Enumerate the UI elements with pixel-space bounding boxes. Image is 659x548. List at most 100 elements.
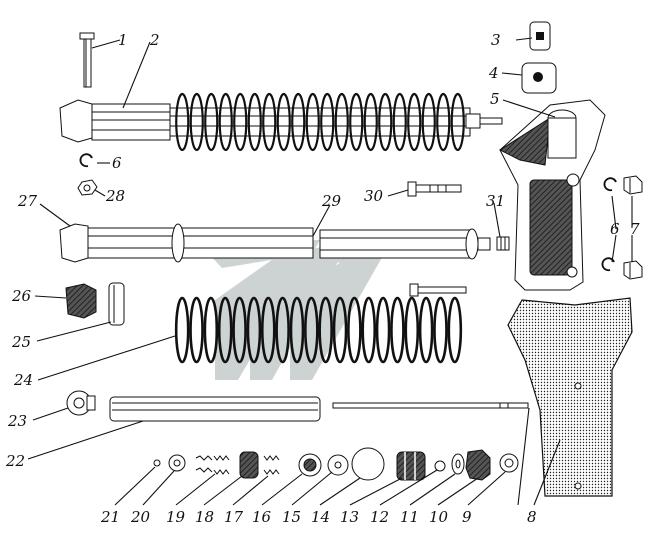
label-17: 17 [224, 508, 244, 526]
part-20-washer [168, 454, 186, 472]
part-7-cap-nut-upper [623, 175, 643, 195]
part-28-nut [77, 179, 98, 196]
spring-coil [276, 92, 291, 152]
part-17-springs-small [263, 455, 280, 475]
label-1: 1 [118, 31, 128, 49]
spring-coil [318, 296, 333, 364]
label-2: 2 [149, 31, 160, 49]
part-1-bolt [79, 32, 95, 88]
spring-coil [436, 92, 451, 152]
label-9: 9 [462, 508, 472, 526]
spring-coil [189, 92, 204, 152]
spring-coil [232, 296, 247, 364]
spring-coil [334, 92, 349, 152]
part-13-valve-body [396, 451, 426, 481]
spring-coil [217, 296, 233, 364]
label-19: 19 [166, 508, 186, 526]
spring-coil [218, 92, 233, 152]
part-6-circlip-left [79, 153, 93, 168]
label-20: 20 [130, 508, 151, 526]
spring-coil [375, 296, 391, 364]
label-26: 26 [11, 287, 32, 305]
part-27-29-cylinder [59, 223, 491, 263]
label-28: 28 [105, 187, 125, 205]
leader-lines [27, 37, 633, 506]
part-18-knurled-nut [239, 451, 259, 479]
spring-coil [305, 92, 320, 152]
label-13: 13 [340, 508, 359, 526]
spring-coil [390, 296, 405, 364]
label-18: 18 [195, 508, 214, 526]
part-11-washer [451, 453, 465, 475]
part-14-disc [351, 447, 385, 481]
spring-coil [347, 296, 362, 364]
spring-coil [289, 296, 305, 364]
spring-coil [363, 92, 378, 152]
spring-coil [361, 296, 377, 364]
label-16: 16 [252, 508, 272, 526]
spring-coil [447, 296, 463, 364]
label-3: 3 [491, 31, 501, 49]
part-24-spring [174, 296, 463, 364]
spring-coil [175, 92, 190, 152]
label-15: 15 [282, 508, 301, 526]
spring-coil [246, 296, 262, 364]
label-30: 30 [364, 187, 384, 205]
label-5: 5 [490, 90, 500, 108]
label-14: 14 [311, 508, 330, 526]
spring-coil [204, 92, 219, 152]
spring-coil [332, 296, 348, 364]
label-31: 31 [486, 192, 505, 210]
label-7: 7 [630, 220, 640, 238]
label-24: 24 [13, 371, 33, 389]
spring-coil [189, 296, 204, 364]
spring-coil [260, 296, 276, 364]
part-31-nut [496, 236, 510, 251]
spring-coil [450, 92, 465, 152]
part-19-springs-small [195, 455, 230, 475]
spring-coil [407, 92, 422, 152]
part-6-circlip-upper [603, 177, 617, 192]
spring-coil [418, 296, 434, 364]
part-25-sleeve [108, 282, 125, 326]
label-21: 21 [100, 508, 120, 526]
spring-coil [247, 92, 262, 152]
label-6b: 6 [610, 220, 620, 238]
spring-coil [203, 296, 219, 364]
label-27: 27 [17, 192, 38, 210]
spring-coil [392, 92, 407, 152]
part-12-ball [434, 460, 446, 472]
label-23: 23 [7, 412, 27, 430]
spring-coil [275, 296, 290, 364]
part-22-tube [109, 396, 321, 422]
label-8: 8 [527, 508, 537, 526]
part-3-pin [529, 21, 551, 51]
spring-coil [174, 296, 190, 364]
part-15-washer [327, 454, 349, 476]
label-12: 12 [370, 508, 389, 526]
part-7-cap-nut-lower [623, 260, 643, 280]
part-5-bracket [498, 99, 606, 291]
label-6a: 6 [112, 154, 122, 172]
part-21-washer [153, 459, 161, 467]
spring-coil [320, 92, 335, 152]
label-11: 11 [400, 508, 419, 526]
part-10-nut [465, 449, 519, 481]
label-29: 29 [321, 192, 342, 210]
label-22: 22 [5, 452, 25, 470]
part-23-nut [66, 390, 96, 416]
part-9-rod [332, 402, 529, 409]
part-30-bolt [407, 181, 462, 197]
spring-coil [421, 92, 436, 152]
spring-coil [433, 296, 448, 364]
label-4: 4 [488, 64, 499, 82]
label-25: 25 [11, 333, 31, 351]
label-10: 10 [429, 508, 449, 526]
part-4-bushing [521, 62, 557, 94]
part-16-ring [298, 453, 322, 477]
spring-coil [304, 296, 319, 364]
part-bolt-unlabeled [409, 283, 467, 297]
spring-coil [233, 92, 248, 152]
spring-coil [291, 92, 306, 152]
